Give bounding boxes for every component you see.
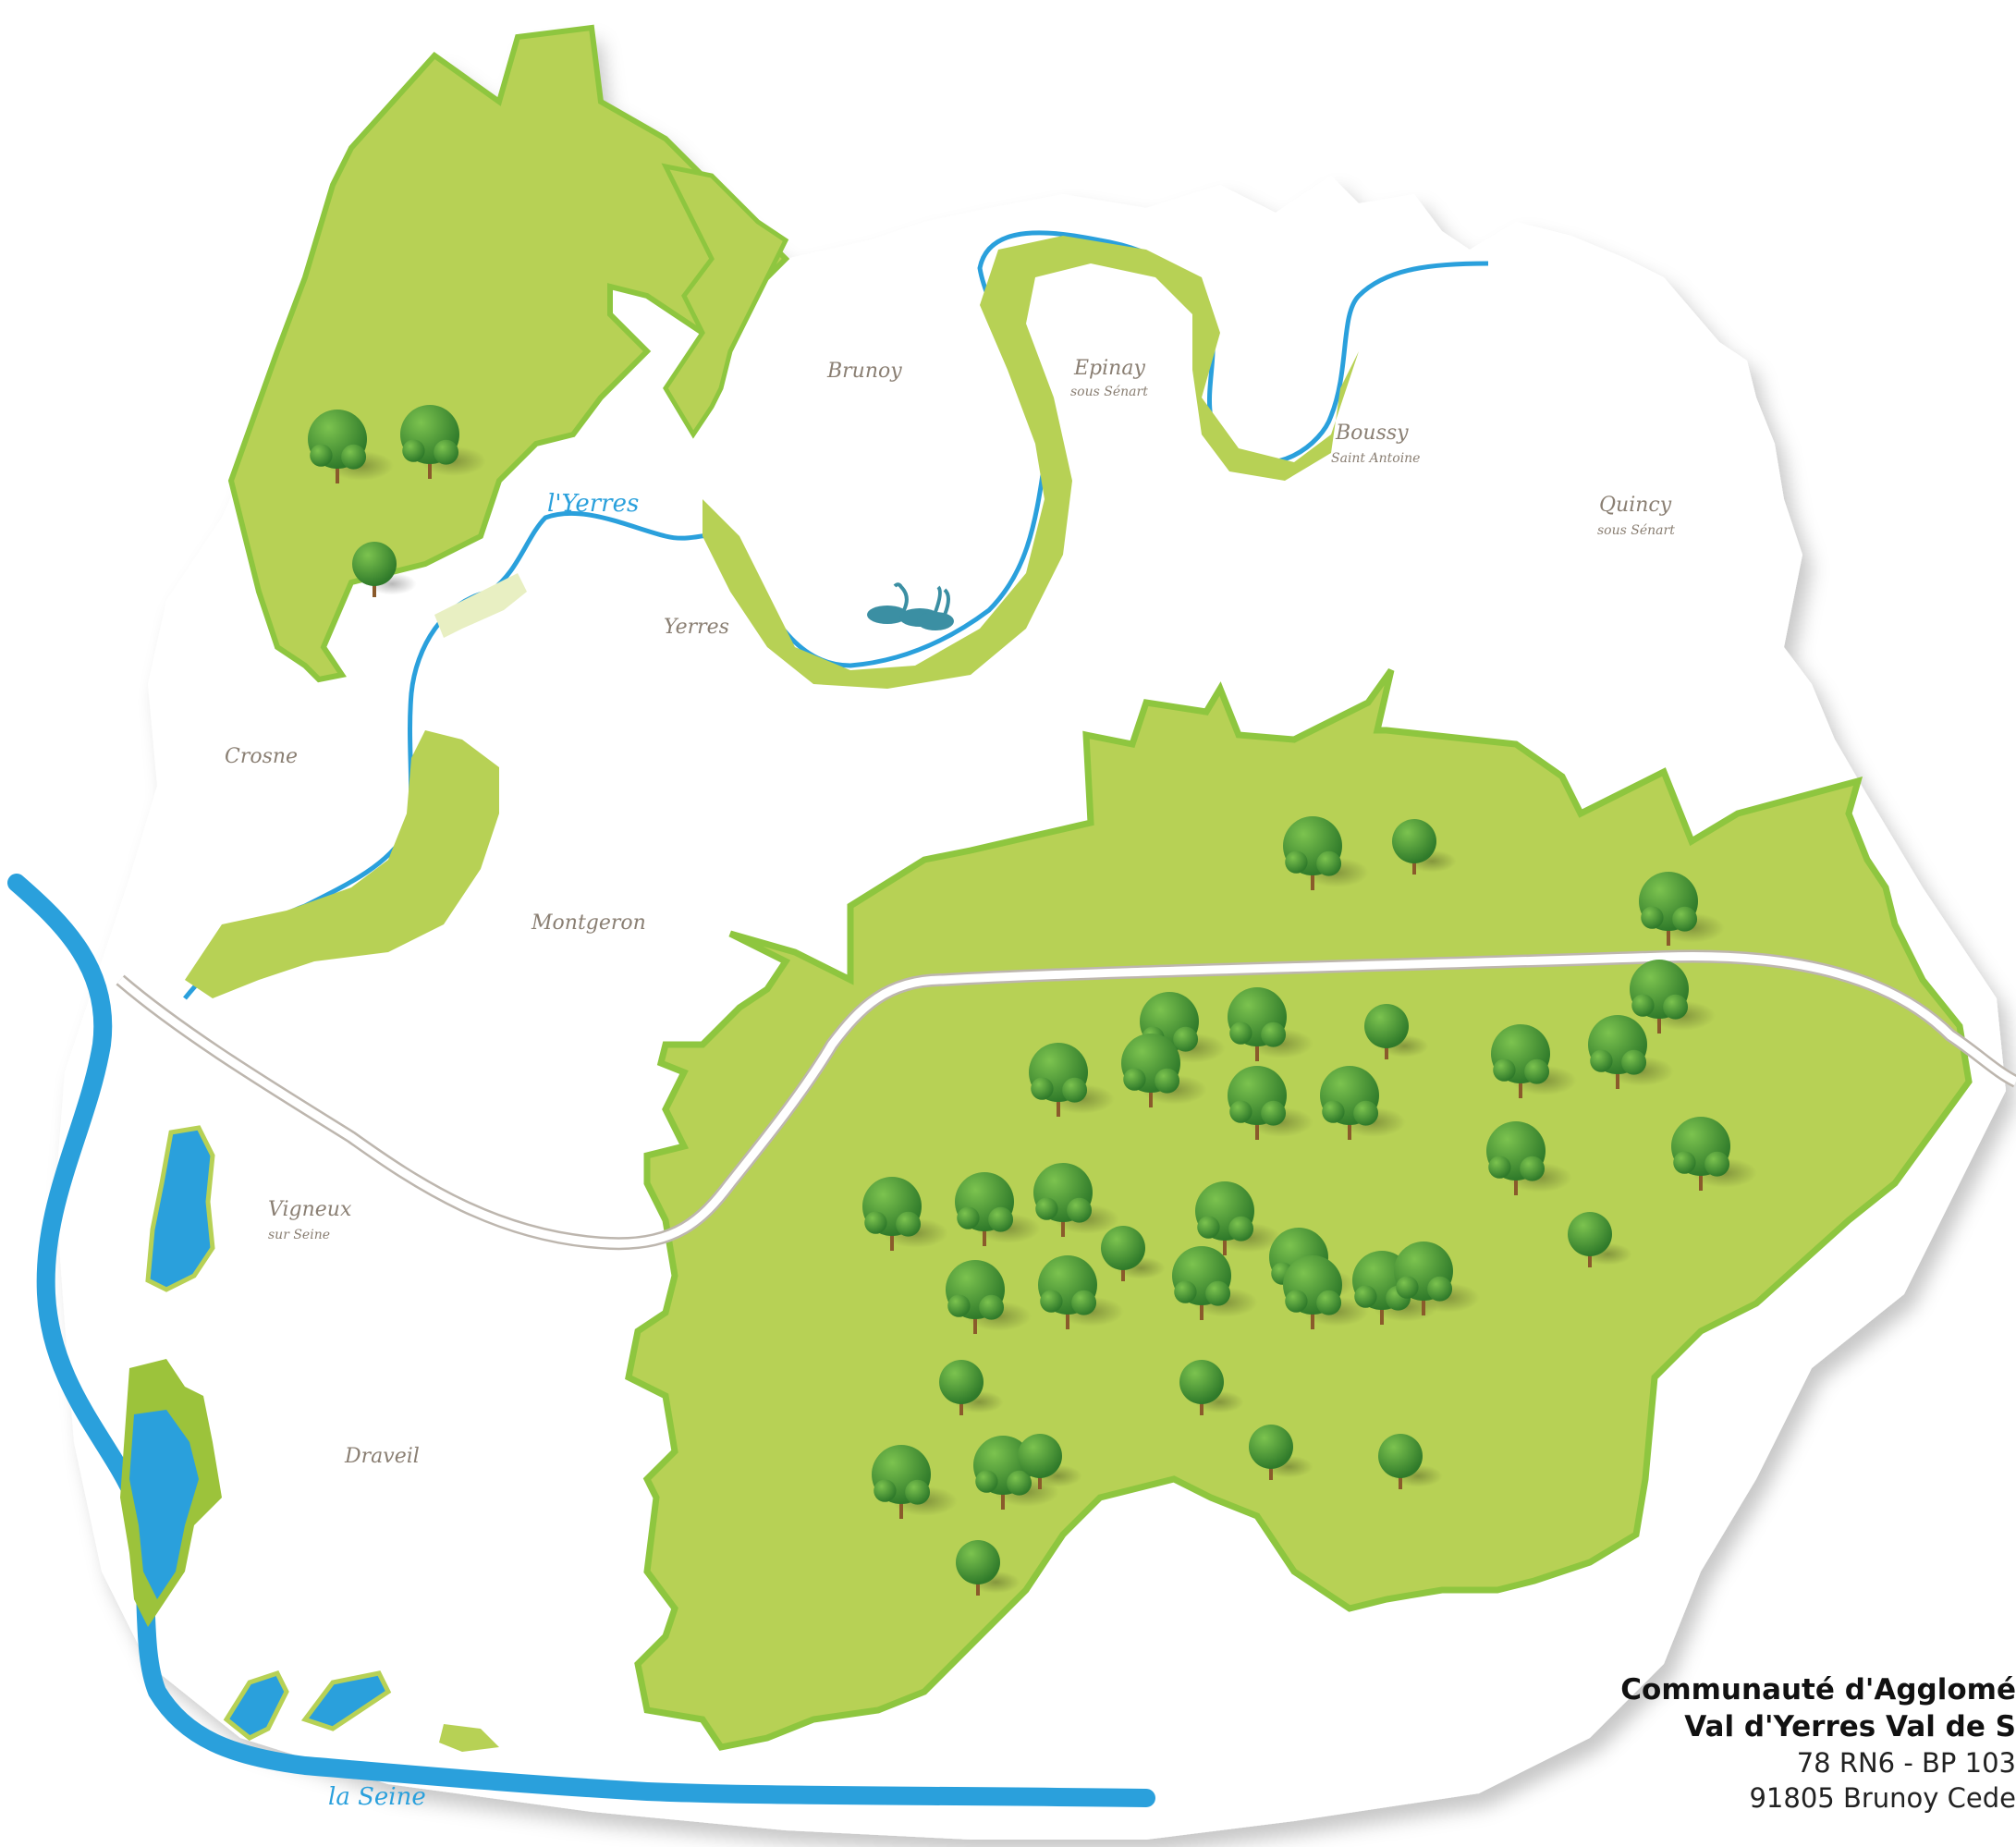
- address-street: 78 RN6 - BP 103: [1796, 1747, 2016, 1779]
- town-label-vigneux: Vigneux: [268, 1198, 352, 1221]
- river-label-yerres: l'Yerres: [547, 490, 639, 518]
- tree-icon: [1038, 1255, 1124, 1329]
- tree-icon: [1364, 1004, 1429, 1059]
- tree-icon: [1179, 1360, 1244, 1415]
- tree-icon: [352, 542, 417, 597]
- tree-icon: [1283, 1255, 1369, 1329]
- tree-icon: [1121, 1034, 1207, 1107]
- tree-icon: [1378, 1434, 1443, 1489]
- vigneux-lake: [145, 1125, 215, 1292]
- organization-name-line1: Communauté d'Agglomé: [1620, 1673, 2016, 1706]
- tree-icon: [872, 1445, 958, 1519]
- tree-icon: [1101, 1226, 1166, 1281]
- montgeron-riverside-green: [185, 730, 499, 998]
- tree-icon: [1392, 819, 1457, 875]
- town-label-boussy: Boussy: [1335, 422, 1409, 445]
- tree-icon: [308, 410, 394, 483]
- organization-name-line2: Val d'Yerres Val de S: [1684, 1710, 2016, 1743]
- tree-icon: [1486, 1121, 1572, 1195]
- geese-illustration: [867, 582, 954, 630]
- tree-icon: [862, 1177, 948, 1251]
- tree-icon: [1588, 1015, 1674, 1089]
- town-label-yerres: Yerres: [664, 616, 729, 639]
- tree-icon: [955, 1172, 1041, 1246]
- tree-icon: [956, 1540, 1020, 1596]
- tree-icon: [1639, 872, 1725, 946]
- seine-side-lakes: [223, 1670, 392, 1741]
- town-sublabel-quincy: sous Sénart: [1597, 523, 1675, 538]
- yerres-riverside-green: [703, 236, 1359, 689]
- town-label-crosne: Crosne: [225, 745, 298, 768]
- tree-icon: [1283, 816, 1369, 890]
- draveil-lakes: [129, 1410, 199, 1599]
- senart-forest: [625, 667, 1973, 1751]
- tree-icon: [1320, 1066, 1406, 1140]
- tree-icon: [1172, 1246, 1258, 1320]
- tree-icon: [1394, 1242, 1480, 1315]
- tree-icon: [1033, 1163, 1119, 1237]
- tree-icon: [1018, 1434, 1082, 1489]
- main-road-inner: [117, 952, 2016, 1248]
- river-label-seine: la Seine: [328, 1783, 426, 1811]
- tree-icon: [1029, 1043, 1115, 1117]
- tree-icon: [1491, 1024, 1577, 1098]
- seine-side-green: [439, 1724, 499, 1752]
- north-strip-forest: [661, 163, 789, 439]
- town-label-quincy: Quincy: [1599, 494, 1672, 517]
- tree-icon: [1228, 1066, 1313, 1140]
- tree-icon: [1630, 960, 1716, 1034]
- address-block: Communauté d'Agglomé Val d'Yerres Val de…: [1619, 1671, 2016, 1816]
- tree-icon: [939, 1360, 1004, 1415]
- tree-icon: [1568, 1212, 1632, 1267]
- town-sublabel-boussy: Saint Antoine: [1331, 451, 1420, 466]
- trees-layer: [308, 405, 1757, 1596]
- town-label-brunoy: Brunoy: [826, 360, 902, 383]
- town-sublabel-epinay: sous Sénart: [1070, 385, 1148, 399]
- tree-icon: [1249, 1425, 1313, 1480]
- town-label-epinay: Epinay: [1073, 357, 1145, 380]
- town-label-draveil: Draveil: [344, 1445, 420, 1468]
- tree-icon: [1195, 1181, 1281, 1255]
- crosne-pale-green: [434, 573, 527, 638]
- tree-icon: [400, 405, 486, 479]
- seine-river: [7, 874, 1155, 1807]
- town-label-montgeron: Montgeron: [531, 911, 646, 935]
- tree-icon: [973, 1436, 1059, 1510]
- tree-icon: [1228, 987, 1313, 1061]
- tree-icon: [946, 1260, 1032, 1334]
- address-city: 91805 Brunoy Cede: [1749, 1782, 2016, 1814]
- town-sublabel-vigneux: sur Seine: [268, 1228, 330, 1242]
- tree-icon: [1671, 1117, 1757, 1191]
